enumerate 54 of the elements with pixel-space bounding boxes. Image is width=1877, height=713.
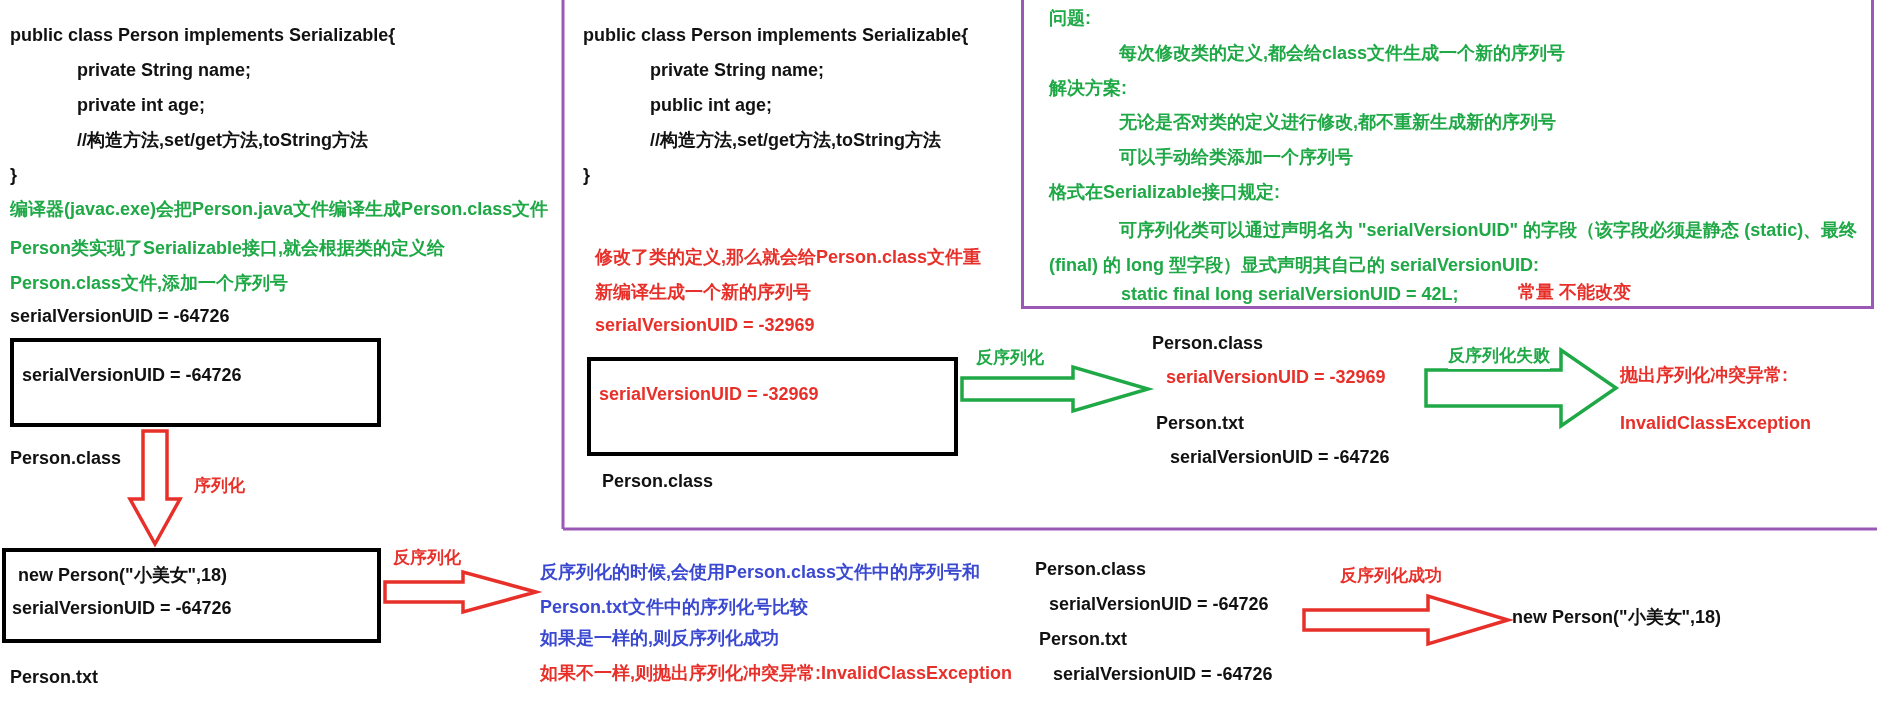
note-text: 编译器(javac.exe)会把Person.java文件编译生成Person.class文件 xyxy=(10,198,549,221)
code-line: //构造方法,set/get方法,toString方法 xyxy=(77,129,368,152)
file-value-text: Person.txt xyxy=(1039,628,1128,651)
error-text: InvalidClassException xyxy=(1620,412,1812,435)
note-text: 常量 不能改变 xyxy=(1518,281,1631,304)
code-line: } xyxy=(583,164,590,187)
file-value-text: Person.class xyxy=(1152,332,1264,355)
value-box xyxy=(10,338,381,427)
code-line: private String name; xyxy=(650,59,825,82)
block-arrow xyxy=(1424,346,1620,430)
file-value-text: serialVersionUID = -64726 xyxy=(1053,663,1273,686)
block-arrow xyxy=(383,569,543,615)
note-text: Person类实现了Serializable接口,就会根据类的定义给Person.class文件,添加一个序列号 xyxy=(10,237,447,295)
value-text: serialVersionUID = -32969 xyxy=(599,383,819,406)
value-box xyxy=(587,357,958,456)
code-line: } xyxy=(10,164,17,187)
note-text: 如果是一样的,则反序列化成功 xyxy=(540,627,779,650)
note-text: 如果不一样,则抛出序列化冲突异常:InvalidClassException xyxy=(540,662,1013,685)
note-text: 格式在Serializable接口规定: xyxy=(1049,181,1281,204)
file-name-label: Person.txt xyxy=(10,666,99,689)
note-text: static final long serialVersionUID = 42L; xyxy=(1121,283,1459,306)
file-value-text: serialVersionUID = -64726 xyxy=(1170,446,1390,469)
note-panel xyxy=(1021,0,1874,309)
value-text: serialVersionUID = -32969 xyxy=(595,314,815,337)
file-name-label: Person.class xyxy=(10,447,122,470)
edge-label: 反序列化失败 xyxy=(1448,343,1550,369)
object-text: serialVersionUID = -64726 xyxy=(12,597,232,620)
block-arrow xyxy=(960,364,1155,414)
note-text: 解决方案: xyxy=(1049,77,1127,100)
object-text: new Person("小美女",18) xyxy=(1512,606,1722,629)
code-line: private int age; xyxy=(77,94,206,117)
note-text: 问题: xyxy=(1049,7,1091,30)
file-value-text: serialVersionUID = -64726 xyxy=(1049,593,1269,616)
code-line: //构造方法,set/get方法,toString方法 xyxy=(650,129,941,152)
code-line: public class Person implements Serializable{ xyxy=(10,24,396,47)
value-text: serialVersionUID = -64726 xyxy=(22,364,242,387)
error-text: 抛出序列化冲突异常: xyxy=(1620,364,1788,387)
block-arrow xyxy=(1302,593,1515,647)
value-text: serialVersionUID = -64726 xyxy=(10,305,230,328)
code-line: public class Person implements Serializable{ xyxy=(583,24,969,47)
object-box xyxy=(2,548,381,643)
file-name-label: Person.class xyxy=(602,470,714,493)
block-arrow xyxy=(127,429,183,548)
note-text: 反序列化的时候,会使用Person.class文件中的序列号和Person.txt文件中的序列化号比较 xyxy=(540,561,982,619)
file-value-text: Person.txt xyxy=(1156,412,1245,435)
note-text: 无论是否对类的定义进行修改,都不重新生成新的序列号 xyxy=(1119,111,1556,134)
note-text: 每次修改类的定义,都会给class文件生成一个新的序列号 xyxy=(1119,42,1566,65)
note-text: 可以手动给类添加一个序列号 xyxy=(1119,146,1353,169)
file-value-text: Person.class xyxy=(1035,558,1147,581)
note-text: 可序列化类可以通过声明名为 "serialVersionUID" 的字段（该字段必须是静态 (static)、最终 (final) 的 long 型字段）显式声明其自己的 serialVersionUID: xyxy=(1049,219,1859,277)
code-line: private String name; xyxy=(77,59,252,82)
object-text: new Person("小美女",18) xyxy=(18,564,228,587)
code-line: public int age; xyxy=(650,94,772,117)
file-value-text: serialVersionUID = -32969 xyxy=(1166,366,1386,389)
